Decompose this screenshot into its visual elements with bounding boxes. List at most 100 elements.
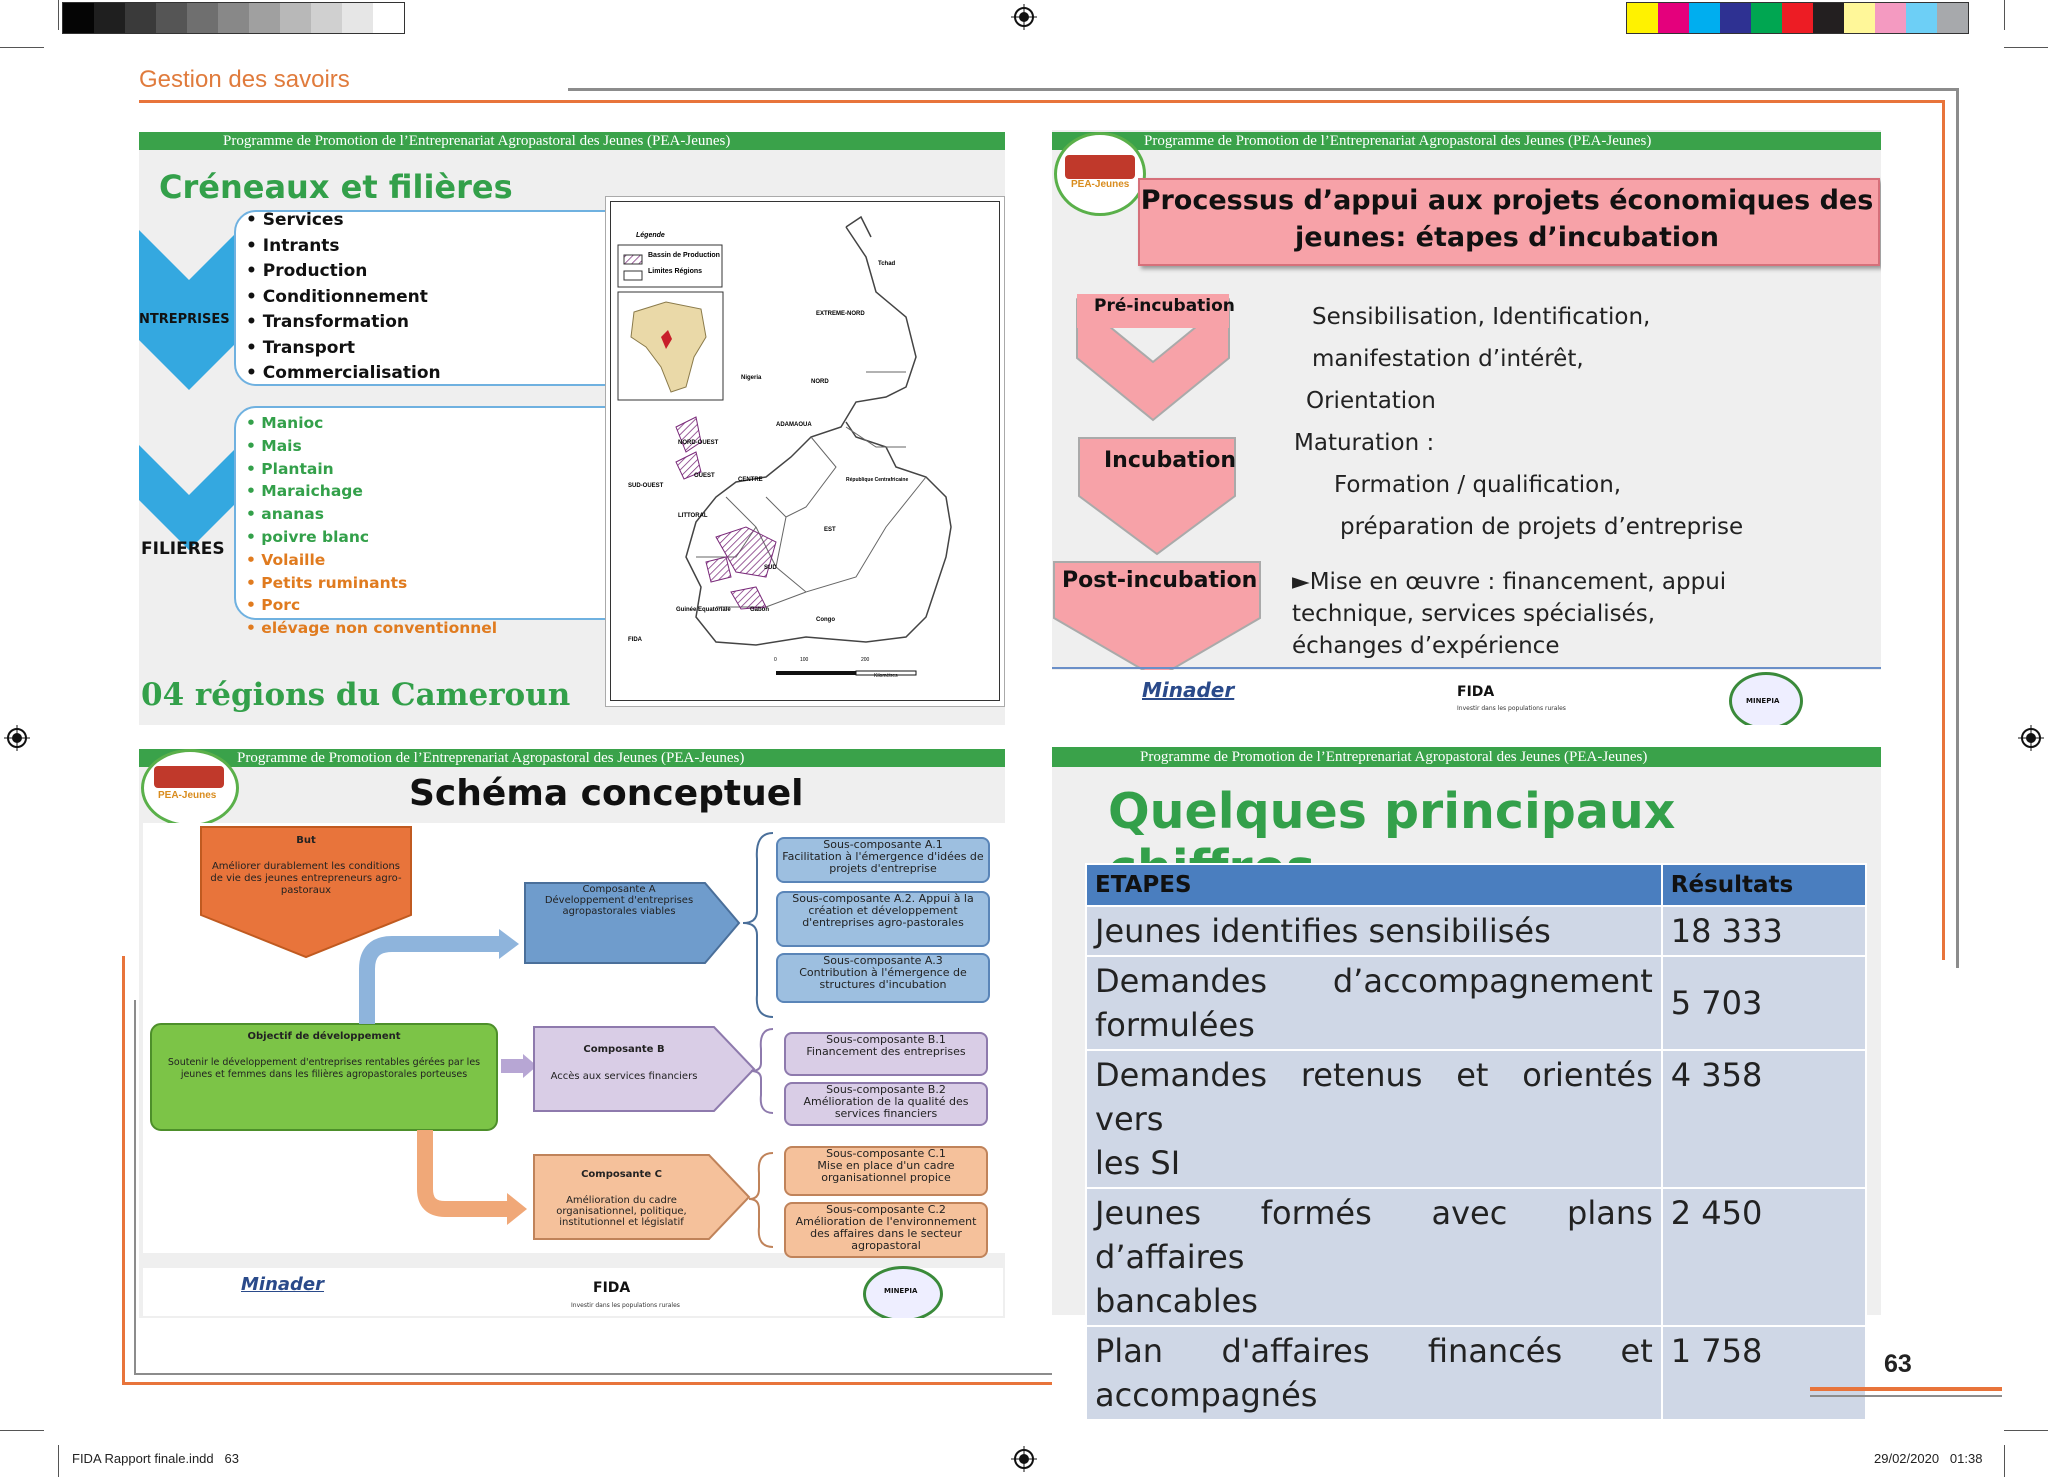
crop-mark — [58, 1445, 59, 1477]
crop-mark — [2004, 0, 2005, 30]
incubation-title-box — [1138, 178, 1880, 266]
conceptual-diagram — [150, 826, 774, 1248]
list-item: • Plantain — [246, 459, 334, 478]
map-legend-title: Légende — [636, 232, 665, 239]
map-legend-item: Bassin de Production — [648, 252, 720, 259]
map-label: République Centrafricaine — [846, 477, 909, 483]
gray-calibration-bar — [62, 2, 405, 34]
slide-incubation: Programme de Promotion de l’Entreprenari… — [1052, 130, 1881, 725]
list-item: • Porc — [246, 596, 301, 615]
filieres-label: FILIERES — [141, 539, 225, 559]
entreprises-list: • Services • Intrants • Production • Con… — [246, 208, 441, 387]
fida-logo: FIDA — [593, 1280, 631, 1296]
incubation-chevron-icon — [1078, 437, 1236, 556]
map-label: Gabon — [750, 607, 769, 613]
map-label: SUD — [764, 565, 777, 571]
filieres-list: • Manioc • Mais • Plantain • Maraichage … — [246, 412, 497, 640]
map-label: ADAMAOUA — [776, 422, 812, 428]
program-band: Programme de Promotion de l’Entreprenari… — [1052, 747, 1881, 767]
table-row: Demandes retenus et orientés vers les SI… — [1085, 1049, 1868, 1189]
table-row: Demandes d’accompagnement formulées 5 70… — [1085, 955, 1868, 1051]
list-item: • Manioc — [246, 414, 324, 432]
list-item: • Conditionnement — [246, 286, 428, 307]
row-label: Demandes d’accompagnement formulées — [1085, 955, 1663, 1051]
map-scale-label: Kilomètres — [874, 673, 898, 679]
crop-mark — [58, 0, 59, 30]
slide-title: Schéma conceptuel — [409, 773, 804, 814]
list-item: • Production — [246, 261, 368, 281]
registration-mark-icon — [1011, 1446, 1037, 1472]
map-scale-label: 200 — [861, 657, 870, 663]
logo-strip: Minader FIDA Investir dans les populatio… — [143, 1266, 1003, 1318]
slide-schema-conceptuel: Programme de Promotion de l’Entreprenari… — [139, 749, 1005, 1318]
map-label: Nigeria — [741, 375, 762, 381]
footer-date: 29/02/2020 01:38 — [1874, 1451, 1983, 1466]
sous-composante-c2: Sous-composante C.2 Amélioration de l'en… — [784, 1202, 988, 1258]
row-value: 2 450 — [1660, 1187, 1868, 1327]
bottom-rule-orange — [122, 1382, 1052, 1385]
list-item: • Transport — [246, 337, 355, 358]
sous-composante-a1: Sous-composante A.1 Facilitation à l'éme… — [776, 837, 990, 883]
sous-composante-a2: Sous-composante A.2. Appui à la création… — [776, 891, 990, 947]
list-item: • Maraichage — [246, 482, 363, 501]
map-drawing — [617, 215, 952, 676]
map-label: EST — [824, 527, 836, 533]
pea-jeunes-logo: PEA-Jeunes — [141, 749, 239, 827]
bottom-rule-gray — [134, 1373, 1052, 1375]
row-label: Jeunes identifies sensibilisés — [1085, 905, 1663, 957]
table-row: Jeunes formés avec plans d’affaires banc… — [1085, 1187, 1868, 1327]
list-item: • ananas — [246, 505, 324, 524]
map-label: SUD-OUEST — [628, 483, 664, 489]
stage-label-incubation: Incubation — [1104, 448, 1236, 473]
map-fida-logo: FIDA — [628, 637, 642, 643]
entreprises-chevron-icon — [139, 230, 239, 550]
page-number: 63 — [1884, 1350, 1912, 1378]
map-label: EXTREME-NORD — [816, 311, 865, 317]
entreprises-label: NTREPRISES — [139, 312, 230, 327]
sous-composante-c1: Sous-composante C.1 Mise en place d'un c… — [784, 1146, 988, 1196]
column-header-resultats: Résultats — [1660, 863, 1868, 907]
row-label: Jeunes formés avec plans d’affaires banc… — [1085, 1187, 1663, 1327]
composante-b-text: Accès aux services financiers — [550, 1071, 698, 1082]
cameroon-map: Légende Bassin de Production Limites Rég… — [605, 196, 1005, 707]
footer-file: FIDA Rapport finale.indd 63 — [72, 1451, 239, 1466]
minepia-logo: MINEPIA — [863, 1266, 943, 1318]
list-item: • Commercialisation — [246, 363, 441, 383]
minader-logo: Minader — [1142, 678, 1235, 702]
registration-mark-icon — [1011, 4, 1037, 30]
crop-mark — [0, 47, 44, 48]
minader-logo: Minader — [241, 1274, 325, 1295]
registration-mark-icon — [4, 725, 30, 751]
color-calibration-bar — [1626, 2, 1969, 34]
stage-label-pre: Pré-incubation — [1094, 296, 1235, 316]
map-label: NORD-OUEST — [678, 440, 719, 446]
right-rule-orange — [1942, 100, 1945, 960]
crop-mark — [0, 1430, 44, 1431]
crop-mark — [2004, 1445, 2005, 1477]
map-label: Tchad — [878, 261, 896, 267]
incubation-text: Maturation : Formation / qualification, … — [1294, 430, 1744, 540]
row-label: Plan d'affaires financés et accompagnés — [1085, 1325, 1663, 1421]
map-scale-label: 100 — [800, 657, 809, 663]
composante-c-title: Composante C — [581, 1169, 662, 1180]
section-title: Gestion des savoirs — [139, 66, 350, 93]
map-scale-label: 0 — [774, 657, 777, 663]
map-label: Congo — [816, 617, 835, 623]
post-incubation-text: ►Mise en œuvre : financement, appui tech… — [1292, 569, 1727, 659]
list-item: • Intrants — [246, 235, 340, 256]
table-row: Jeunes identifies sensibilisés 18 333 — [1085, 905, 1868, 957]
minepia-logo: MINEPIA — [1729, 672, 1803, 725]
sous-composante-b2: Sous-composante B.2 Amélioration de la q… — [784, 1082, 988, 1126]
regions-caption: 04 régions du Cameroun — [141, 677, 571, 713]
crop-mark — [2004, 1430, 2048, 1431]
fida-tagline: Investir dans les populations rurales — [1457, 705, 1566, 712]
program-band: Programme de Promotion de l’Entreprenari… — [139, 132, 1005, 150]
map-label: NORD — [811, 379, 829, 385]
results-table: ETAPES Résultats Jeunes identifies sensi… — [1085, 863, 1868, 1421]
composante-c-text: Amélioration du cadre organisationnel, p… — [556, 1195, 687, 1228]
fida-tagline: Investir dans les populations rurales — [571, 1302, 680, 1309]
right-rule-gray — [1956, 88, 1959, 968]
header-rule-gray — [568, 88, 1958, 91]
pre-incubation-chevron-icon — [1076, 294, 1230, 422]
list-item: • Transformation — [246, 312, 409, 332]
